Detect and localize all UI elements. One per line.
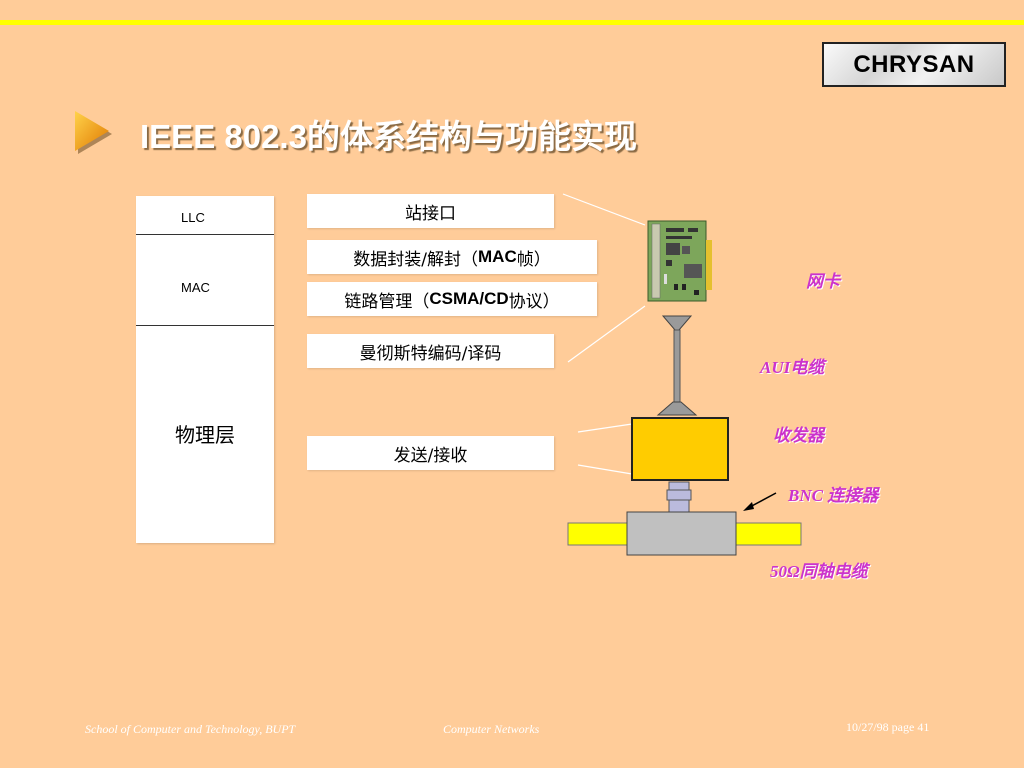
coax-cable-left <box>567 522 629 546</box>
station-interface-box: 站接口 <box>307 194 554 228</box>
encapsulation-label-prefix: 数据封装/解封（ <box>353 249 478 270</box>
encapsulation-label-mac: MAC <box>478 247 517 266</box>
layer-divider <box>136 234 274 235</box>
transmit-receive-label: 发送/接收 <box>393 445 468 466</box>
nic-label: 网卡 <box>806 272 840 291</box>
page-title: IEEE 802.3的体系结构与功能实现 <box>140 118 637 155</box>
network-card-icon <box>647 220 712 302</box>
encapsulation-label-suffix: 帧） <box>516 249 551 270</box>
mac-label: MAC <box>181 280 210 295</box>
aui-cable-label: AUI电缆 <box>760 358 825 377</box>
manchester-coding-box: 曼彻斯特编码/译码 <box>307 334 554 368</box>
chrysan-logo: CHRYSAN <box>822 42 1006 87</box>
coax-cable-label: 50Ω同轴电缆 <box>770 562 868 581</box>
link-label-suffix: 协议） <box>508 291 560 312</box>
transmit-receive-box: 发送/接收 <box>307 436 554 470</box>
bnc-connector-label: BNC 连接器 <box>788 486 879 505</box>
protocol-layer-stack: LLC MAC 物理层 <box>136 196 274 543</box>
triangle-bullet-icon <box>75 111 112 154</box>
link-label-prefix: 链路管理（ <box>344 291 430 312</box>
bnc-connector-icon <box>666 481 692 513</box>
transceiver-label: 收发器 <box>773 426 824 445</box>
transceiver-box <box>631 417 729 481</box>
footer-course: Computer Networks <box>443 722 540 736</box>
coax-cable-right <box>734 522 802 546</box>
footer-school: School of Computer and Technology, BUPT <box>85 722 296 736</box>
arrow-head-icon <box>743 502 754 511</box>
llc-label: LLC <box>181 210 205 225</box>
t-connector-body <box>626 511 737 556</box>
top-accent-line <box>0 20 1024 25</box>
physical-layer-label: 物理层 <box>175 423 235 447</box>
connector-line <box>567 305 646 363</box>
station-interface-label: 站接口 <box>405 203 456 224</box>
link-label-csma: CSMA/CD <box>429 289 509 308</box>
connector-line <box>577 423 633 433</box>
aui-cable-icon <box>656 315 698 416</box>
layer-divider <box>136 325 274 326</box>
connector-line <box>562 193 646 226</box>
manchester-label: 曼彻斯特编码/译码 <box>359 343 502 364</box>
footer-date-page: 10/27/98 page 41 <box>846 720 930 734</box>
connector-line <box>577 464 633 475</box>
